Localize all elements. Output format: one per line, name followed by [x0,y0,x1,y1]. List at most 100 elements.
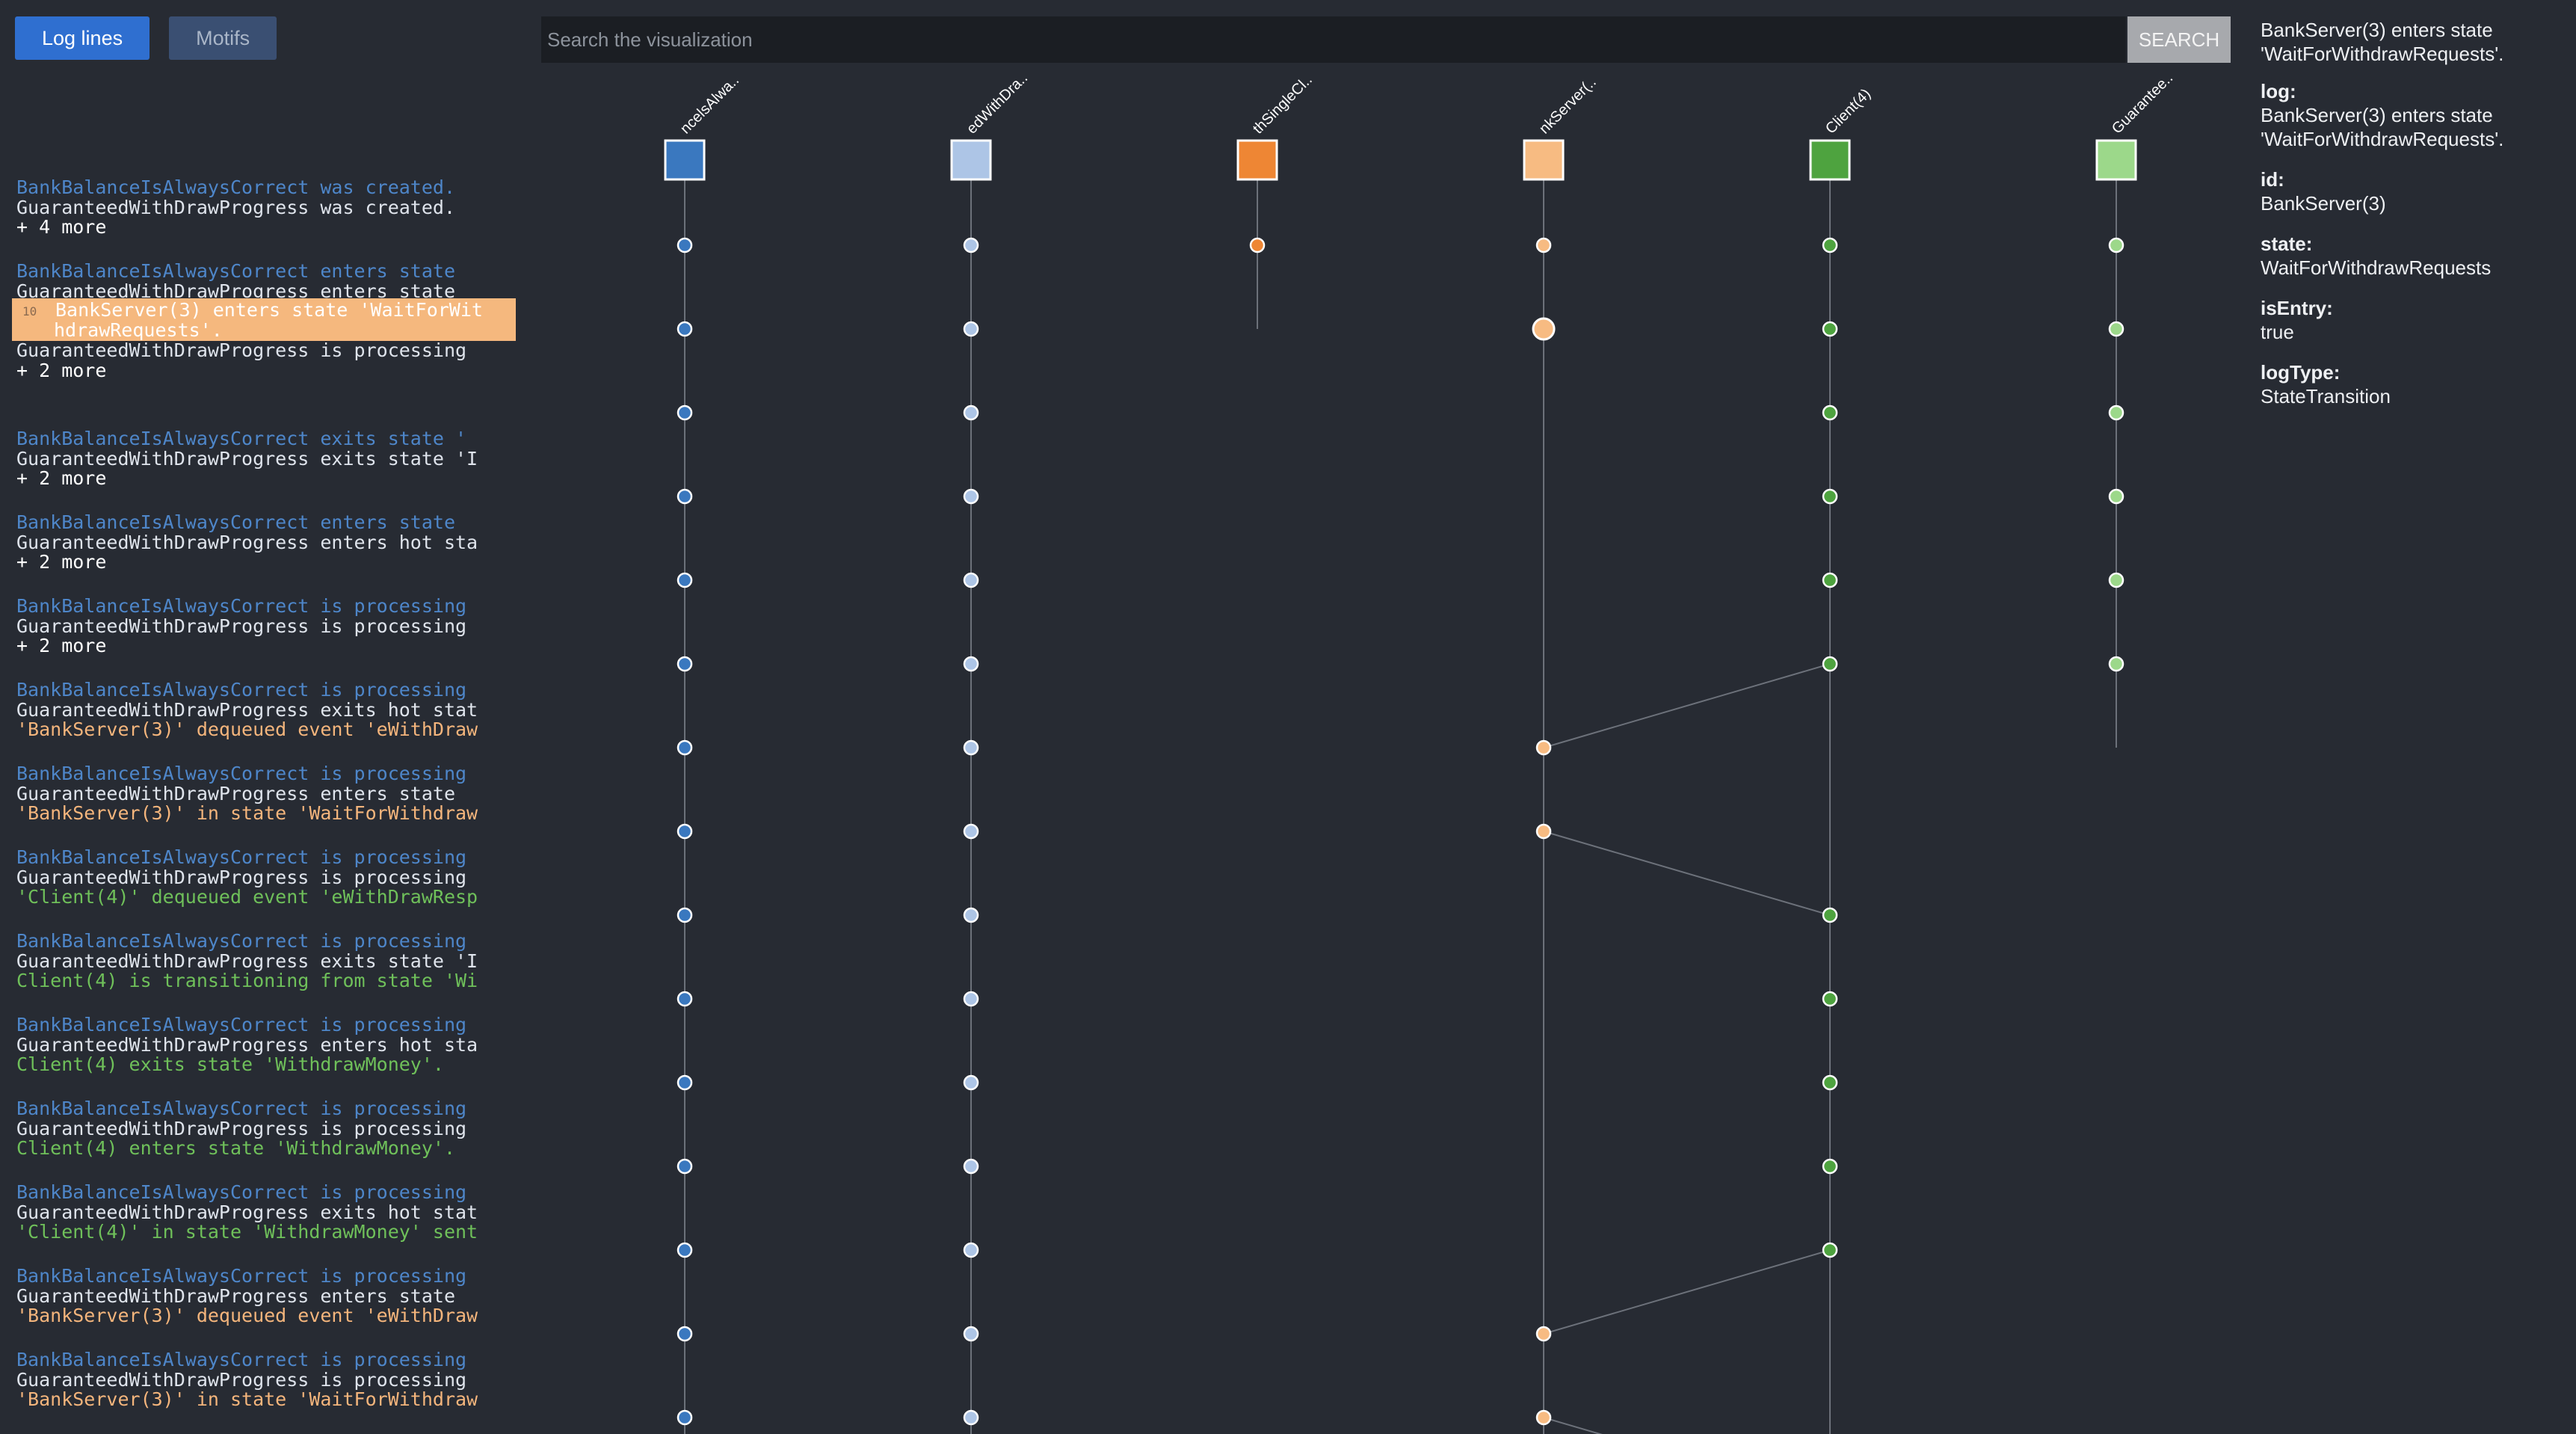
event-node[interactable] [2108,488,2124,505]
event-node[interactable] [963,488,979,505]
event-node[interactable] [1822,488,1838,505]
log-lines-panel[interactable]: BankBalanceIsAlwaysCorrect was created. G… [0,0,516,1434]
detail-key: logType: [2261,361,2341,384]
event-node[interactable] [963,1158,979,1175]
event-node[interactable] [677,1326,693,1342]
search-button[interactable]: SEARCH [2127,16,2231,63]
log-line: + 4 more [16,218,107,238]
log-group[interactable]: BankBalanceIsAlwaysCorrect is processing… [16,848,495,908]
event-node[interactable] [677,572,693,588]
host-box[interactable] [1236,139,1278,181]
tab-log-lines[interactable]: Log lines [15,16,150,60]
event-node[interactable] [677,321,693,337]
event-node[interactable] [963,572,979,588]
event-node[interactable] [1822,656,1838,672]
event-node[interactable] [963,656,979,672]
event-node[interactable] [963,1242,979,1258]
event-node[interactable] [2108,237,2124,253]
detail-key: id: [2261,168,2284,191]
log-group[interactable]: BankBalanceIsAlwaysCorrect exits state '… [16,429,495,489]
log-group[interactable]: BankBalanceIsAlwaysCorrect was created.G… [16,178,495,238]
event-node[interactable] [1822,237,1838,253]
event-node[interactable] [2108,321,2124,337]
event-node[interactable] [677,656,693,672]
event-node[interactable] [1822,907,1838,923]
event-node[interactable] [1535,739,1552,756]
log-line: 'Client(4)' in state 'WithdrawMoney' sen… [16,1222,478,1243]
log-group[interactable]: BankBalanceIsAlwaysCorrect is processing… [16,1015,495,1075]
highlighted-log-line[interactable]: 10 BankServer(3) enters state 'WaitForWi… [12,298,516,341]
event-node[interactable] [677,488,693,505]
event-node[interactable] [2108,404,2124,421]
host-box[interactable] [950,139,992,181]
event-node[interactable] [963,823,979,840]
log-line: + 2 more [16,469,107,489]
log-group[interactable]: BankBalanceIsAlwaysCorrect is processing… [16,932,495,991]
tab-motifs[interactable]: Motifs [169,16,277,60]
log-line: GuaranteedWithDrawProgress enters state [16,784,455,804]
event-node[interactable] [1535,1326,1552,1342]
event-node[interactable] [677,823,693,840]
event-node[interactable] [963,1409,979,1426]
event-node[interactable] [963,321,979,337]
message-edge [1543,663,1831,748]
log-group[interactable]: BankBalanceIsAlwaysCorrect is processing… [16,680,495,740]
message-edge [1543,1417,1603,1434]
event-node[interactable] [1822,572,1838,588]
event-node[interactable] [963,739,979,756]
event-node[interactable] [1822,1242,1838,1258]
host-box[interactable] [1809,139,1851,181]
event-node[interactable] [963,907,979,923]
event-node[interactable] [963,1326,979,1342]
log-line: BankBalanceIsAlwaysCorrect is processing [16,764,467,784]
event-node[interactable] [677,1074,693,1091]
event-node[interactable] [677,739,693,756]
event-node[interactable] [1249,237,1266,253]
log-line: Client(4) enters state 'WithdrawMoney'. [16,1139,455,1159]
event-node[interactable] [1822,1158,1838,1175]
event-node[interactable] [963,237,979,253]
event-node[interactable] [677,237,693,253]
log-line: + 2 more [16,636,107,656]
log-group[interactable]: BankBalanceIsAlwaysCorrect is processing… [16,597,495,656]
log-group[interactable]: BankBalanceIsAlwaysCorrect is processing… [16,1350,495,1410]
detail-value: BankServer(3) [2261,192,2386,215]
event-node[interactable] [1822,321,1838,337]
event-node[interactable] [677,1242,693,1258]
host-label: Guarantee.. [2109,70,2176,137]
detail-key: isEntry: [2261,297,2333,319]
log-line: 'BankServer(3)' in state 'WaitForWithdra… [16,804,478,824]
event-node[interactable] [1822,1074,1838,1091]
event-node[interactable] [1535,823,1552,840]
event-node[interactable] [963,1074,979,1091]
detail-value: WaitForWithdrawRequests [2261,256,2492,279]
log-line: BankBalanceIsAlwaysCorrect was created. [16,178,455,198]
host-box[interactable] [2095,139,2137,181]
event-node[interactable] [1535,1409,1552,1426]
event-node[interactable] [963,404,979,421]
log-group[interactable]: BankBalanceIsAlwaysCorrect is processing… [16,1099,495,1159]
log-group[interactable]: BankBalanceIsAlwaysCorrect is processing… [16,764,495,824]
event-node[interactable] [963,991,979,1007]
event-node[interactable] [677,907,693,923]
event-node[interactable] [677,404,693,421]
log-group[interactable]: BankBalanceIsAlwaysCorrect is processing… [16,1183,495,1243]
event-node[interactable] [1822,404,1838,421]
message-edge [1543,1249,1831,1335]
event-node[interactable] [1822,991,1838,1007]
event-node[interactable] [2108,572,2124,588]
host-box[interactable] [664,139,706,181]
event-node[interactable] [1535,237,1552,253]
selected-event-node[interactable] [1532,317,1556,341]
event-node[interactable] [2108,656,2124,672]
search-input[interactable] [541,16,2126,63]
visualization-canvas[interactable]: ncelsAlwa..edWithDra..thSingleCl..nkServ… [523,67,2243,1434]
details-panel: BankServer(3) enters state 'WaitForWithd… [2261,18,2567,425]
host-box[interactable] [1523,139,1565,181]
event-node[interactable] [677,1158,693,1175]
event-node[interactable] [677,1409,693,1426]
log-line: + 2 more [16,360,107,381]
event-node[interactable] [677,991,693,1007]
log-group[interactable]: BankBalanceIsAlwaysCorrect is processing… [16,1267,495,1326]
